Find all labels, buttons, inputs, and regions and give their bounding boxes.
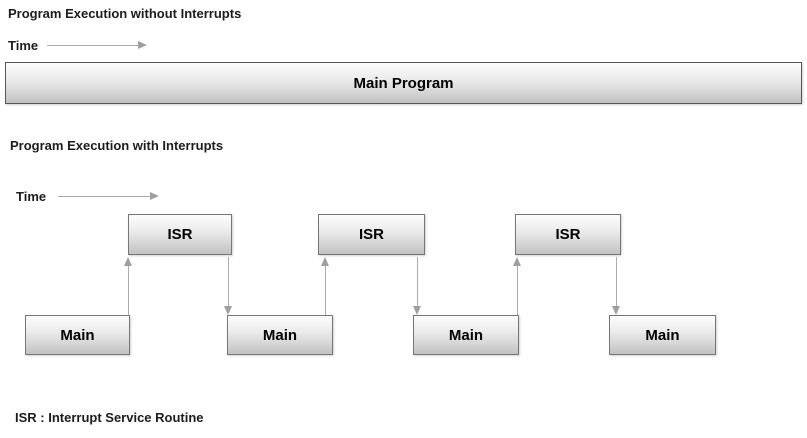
main-box-label: Main: [448, 326, 484, 344]
main-box: Main: [609, 315, 716, 355]
main-box-label: Main: [60, 326, 95, 344]
isr-box: ISR: [128, 214, 232, 255]
return-down-arrow-icon: [612, 257, 620, 315]
time-axis-arrow-icon: [58, 192, 159, 200]
main-box-label: Main: [262, 326, 298, 344]
isr-box: ISR: [318, 214, 425, 255]
interrupt-up-arrow-icon: [513, 257, 521, 315]
return-down-arrow-icon: [413, 257, 421, 315]
section-title-with-interrupts: Program Execution with Interrupts: [10, 138, 224, 153]
isr-box-label: ISR: [555, 226, 581, 243]
interrupt-up-arrow-icon: [124, 257, 132, 315]
isr-legend-text: ISR : Interrupt Service Routine: [15, 410, 204, 425]
main-box: Main: [413, 315, 519, 355]
main-box: Main: [227, 315, 333, 355]
isr-box: ISR: [515, 214, 621, 255]
interrupt-up-arrow-icon: [321, 257, 329, 315]
isr-box-label: ISR: [358, 226, 384, 243]
return-down-arrow-icon: [224, 257, 232, 315]
main-program-bar: Main Program: [5, 62, 802, 104]
main-box-label: Main: [645, 326, 680, 344]
main-box: Main: [25, 315, 130, 355]
isr-box-label: ISR: [167, 226, 193, 243]
time-axis-label: Time: [8, 38, 39, 53]
time-axis-arrow-icon: [47, 41, 147, 49]
section-title-without-interrupts: Program Execution without Interrupts: [8, 6, 242, 21]
main-program-bar-label: Main Program: [353, 74, 454, 92]
time-axis-label: Time: [16, 189, 47, 204]
